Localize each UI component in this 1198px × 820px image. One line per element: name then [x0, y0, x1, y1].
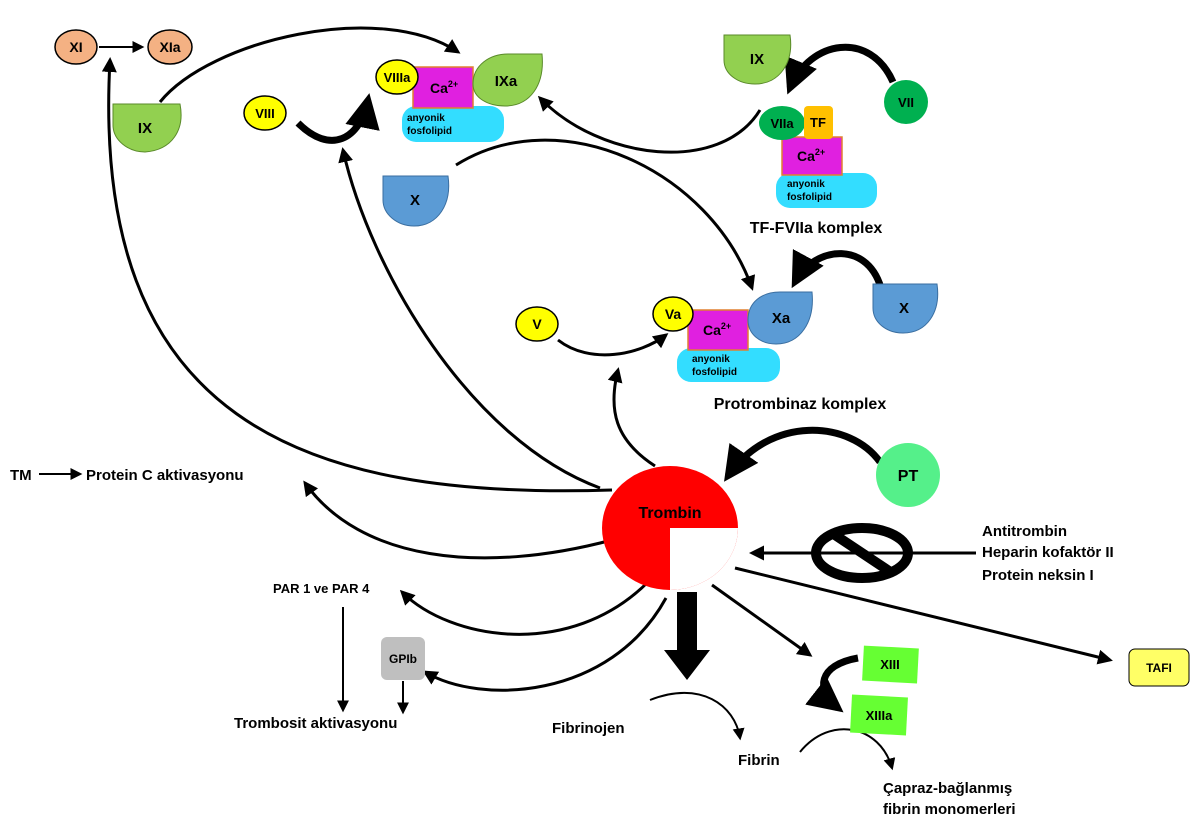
- inhibition-symbol-ring: [811, 523, 913, 583]
- factor-xiii-label: XIII: [880, 657, 900, 672]
- calcium-3-node: [687, 309, 749, 351]
- factor-x-right-node: [872, 283, 939, 334]
- v-to-va-arrow: [557, 333, 669, 357]
- factor-xia-node: [147, 29, 193, 65]
- pt-node: [876, 443, 940, 507]
- calcium-1-node: [412, 66, 474, 109]
- factor-xi-node: [54, 29, 98, 65]
- trombin-to-gpib-arrow: [422, 597, 668, 692]
- trombin-to-par-arrow: [399, 580, 650, 636]
- factor-x-left-node: [382, 175, 450, 227]
- tm-label: TM: [10, 467, 32, 484]
- tf-fviia-komplex-label: TF-FVIIa komplex: [750, 220, 883, 237]
- calcium-3-sup: 2+: [721, 321, 731, 331]
- fosfolipid-1-node: [402, 106, 504, 142]
- fosfolipid-3-line1: anyonik: [692, 354, 730, 365]
- factor-v-label: V: [532, 316, 542, 332]
- gpib-label: GPIb: [389, 652, 417, 666]
- x-to-xa-arrow: [455, 138, 756, 291]
- fibrin-to-capraz-arrow: [799, 728, 896, 771]
- inhibition-symbol-slash: [832, 530, 892, 576]
- fosfolipid-3-node: [677, 348, 780, 382]
- trombin-label: Trombin: [638, 505, 701, 522]
- factor-xa-node: [747, 291, 813, 345]
- vii-to-viia-arrow: [784, 43, 897, 95]
- factor-xa-label: Xa: [772, 310, 791, 327]
- factor-ixa-label: IXa: [495, 73, 518, 90]
- factor-ix-left-node: [112, 103, 182, 153]
- trombin-to-tafi-arrow: [734, 566, 1113, 665]
- capraz-line2: fibrin monomerleri: [883, 801, 1016, 818]
- gpib-node: [381, 637, 425, 680]
- trombin-to-va-arrow: [607, 367, 656, 468]
- factor-va-node: [652, 296, 694, 332]
- fibrin-label: Fibrin: [738, 752, 780, 769]
- tf-node: [804, 106, 833, 139]
- viii-to-viiia-arrow: [295, 93, 380, 144]
- factor-viii-node: [243, 95, 287, 131]
- factor-x-right-label: X: [899, 300, 909, 317]
- fibrinojen-label: Fibrinojen: [552, 720, 625, 737]
- fosfolipid-2-line2: fosfolipid: [787, 192, 832, 203]
- tf-label: TF: [810, 115, 826, 130]
- heparin-label: Heparin kofaktör II: [982, 544, 1114, 561]
- factor-ix-right-label: IX: [750, 51, 764, 68]
- factor-viia-label: VIIa: [770, 116, 794, 131]
- ix-to-ixa-arrow: [158, 26, 461, 103]
- factor-ix-right-node: [723, 34, 792, 85]
- fosfolipid-3-line2: fosfolipid: [692, 367, 737, 378]
- trombin-to-viii-arrow: [338, 147, 601, 490]
- factor-xi-label: XI: [69, 39, 82, 55]
- factor-vii-label: VII: [898, 95, 914, 110]
- factor-xiiia-label: XIIIa: [866, 708, 894, 723]
- tafi-label: TAFI: [1146, 661, 1172, 675]
- tf-to-ixa-arrow: [537, 95, 762, 154]
- calcium-2-sup: 2+: [815, 147, 825, 157]
- factor-vii-node: [884, 80, 928, 124]
- factor-viiia-node: [375, 59, 419, 95]
- capraz-line1: Çapraz-bağlanmış: [883, 780, 1012, 797]
- factor-ixa-node: [472, 53, 543, 107]
- trombin-mouth: [670, 528, 738, 590]
- factor-v-node: [515, 306, 559, 342]
- trombin-to-fibrinojen-arrow: [664, 592, 710, 680]
- trombin-to-xiii-arrow: [711, 583, 813, 657]
- factor-ix-left-label: IX: [138, 120, 152, 137]
- factor-xia-label: XIa: [159, 39, 180, 55]
- tafi-node: [1128, 648, 1190, 687]
- pt-to-trombin-arrow: [724, 426, 883, 482]
- fosfolipid-1-line1: anyonik: [407, 113, 445, 124]
- calcium-2-node: [781, 136, 843, 176]
- factor-viii-label: VIII: [255, 106, 275, 121]
- factor-va-label: Va: [665, 306, 682, 322]
- factor-xiiia-node: [850, 694, 908, 736]
- protein-neksin-label: Protein neksin I: [982, 567, 1094, 584]
- factor-xiii-node: [862, 645, 919, 684]
- factor-x-left-label: X: [410, 192, 420, 209]
- pt-label: PT: [898, 468, 919, 485]
- trombin-to-protein-c-arrow: [303, 480, 613, 560]
- x-right-to-xa-arrow: [791, 249, 886, 293]
- protein-c-label: Protein C aktivasyonu: [86, 467, 244, 484]
- calcium-1-label: Ca2+: [430, 79, 458, 96]
- par-label: PAR 1 ve PAR 4: [273, 581, 370, 596]
- factor-viia-node: [759, 106, 805, 140]
- calcium-2-label: Ca2+: [797, 147, 825, 164]
- protrombinaz-komplex-label: Protrombinaz komplex: [714, 396, 887, 413]
- antitrombin-label: Antitrombin: [982, 523, 1067, 540]
- fosfolipid-2-line1: anyonik: [787, 179, 825, 190]
- factor-viiia-label: VIIIa: [384, 70, 412, 85]
- xiii-to-xiiia-arrow: [805, 654, 859, 713]
- fosfolipid-1-line2: fosfolipid: [407, 126, 452, 137]
- trombin-to-xi-arrow: [101, 57, 613, 493]
- calcium-1-sup: 2+: [448, 79, 458, 89]
- fosfolipid-2-node: [776, 173, 877, 208]
- calcium-3-label: Ca2+: [703, 321, 731, 338]
- fibrinojen-to-fibrin-arrow: [649, 691, 745, 741]
- trombosit-label: Trombosit aktivasyonu: [234, 715, 397, 732]
- trombin-wedge: [670, 466, 738, 528]
